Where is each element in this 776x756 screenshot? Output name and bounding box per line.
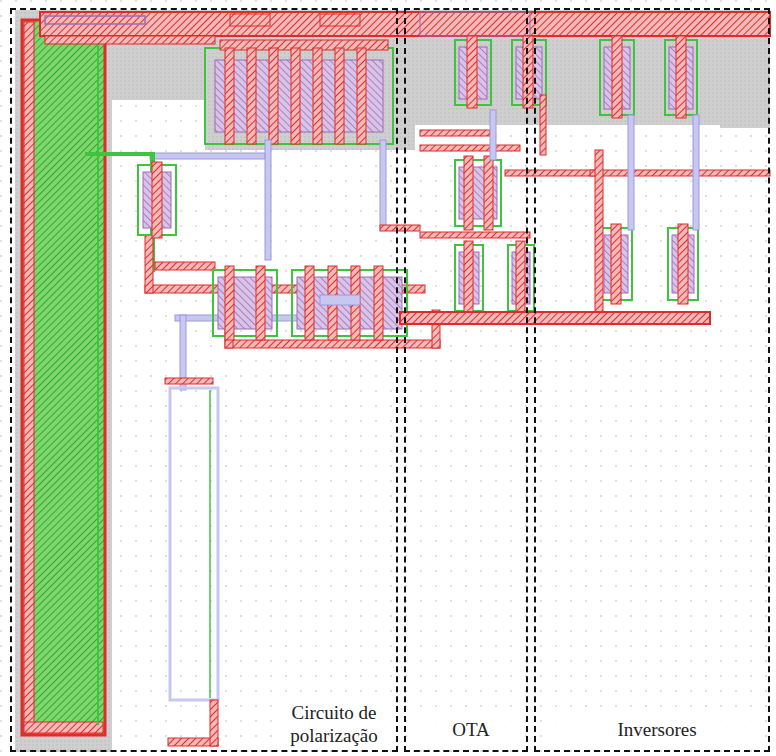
capacitor <box>165 378 218 746</box>
region-box: Inversores <box>534 8 770 752</box>
bias-nmos-right <box>292 266 407 340</box>
region-label: Circuito de polarização <box>272 701 396 749</box>
region-label: OTA <box>418 718 524 742</box>
bias-wiring <box>85 140 440 390</box>
region-box: Circuito de polarização <box>10 8 398 752</box>
region-label: Inversores <box>554 718 760 742</box>
region-box: OTA <box>404 8 528 752</box>
bias-small-transistor <box>138 162 176 238</box>
ground-rail <box>400 312 710 324</box>
left-guard-ring <box>22 20 105 735</box>
well-region <box>15 10 770 752</box>
bias-nmos-left <box>213 266 277 340</box>
bias-pmos-array <box>205 14 393 144</box>
ota-transistors <box>420 36 595 315</box>
inverter-transistors <box>590 36 770 315</box>
